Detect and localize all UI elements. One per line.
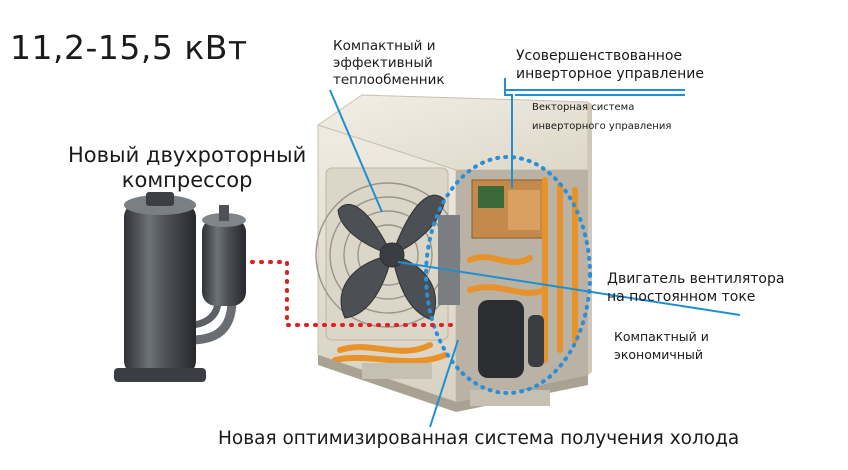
unit-foot-right (470, 390, 550, 406)
compressor-callout-line-1: Новый двухроторный (68, 143, 307, 167)
highlight-ellipse (424, 155, 592, 395)
compact-callout: Компактный и экономичный (614, 328, 709, 363)
heat-exchanger-callout-line-1: Компактный и (333, 38, 436, 54)
compressor-illustration (114, 192, 246, 382)
unit-compressor (478, 300, 524, 378)
page-title: 11,2-15,5 кВт (10, 28, 248, 67)
inverter-callout-line-1: Усовершенствованное (516, 48, 683, 64)
control-board-heatsink (508, 190, 540, 230)
heat-exchanger-callout-line-3: теплообменник (333, 71, 445, 88)
fan-motor-bracket (438, 215, 460, 305)
unit-accumulator (528, 315, 544, 367)
heat-exchanger-callout: Компактный и эффективный теплообменник (333, 38, 445, 89)
fan-blades (337, 194, 446, 321)
heat-exchanger-callout-line-2: эффективный (333, 54, 433, 71)
fan-motor-callout: Двигатель вентилятора на постоянном токе (607, 271, 784, 306)
vector-control-callout: Векторная система инверторного управлени… (532, 98, 671, 136)
inverter-callout: Усовершенствованное инверторное управлен… (516, 48, 704, 83)
compressor-callout: Новый двухроторный компрессор (68, 143, 306, 193)
fan-motor-callout-line-2: на постоянном токе (607, 288, 756, 305)
outdoor-unit (315, 94, 592, 412)
leader-heat-exchanger (329, 89, 383, 213)
control-board-module (478, 186, 504, 208)
unit-right-side (588, 102, 592, 375)
leader-lines (329, 78, 741, 428)
cooling-system-callout: Новая оптимизированная система получения… (218, 428, 740, 449)
compressor-shell (124, 203, 196, 375)
compressor-callout-line-2: компрессор (121, 168, 253, 193)
vector-control-callout-line-2: инверторного управления (532, 121, 672, 132)
compressor-terminal (146, 192, 174, 206)
leader-inverter (504, 78, 513, 188)
compact-callout-line-1: Компактный и (614, 329, 709, 344)
compact-callout-line-2: экономичный (614, 346, 703, 362)
leader-fan-motor (397, 261, 741, 316)
copper-piping (332, 177, 578, 365)
inverter-callout-line-2: инверторное управление (516, 65, 704, 82)
fan-motor-callout-line-1: Двигатель вентилятора (607, 271, 785, 287)
compressor-feet (114, 368, 206, 382)
unit-foot-left (362, 363, 432, 379)
vector-control-callout-line-1: Векторная система (532, 102, 635, 113)
red-dotted-connector (250, 260, 460, 327)
compressor-accumulator (202, 218, 246, 306)
leader-cooling-system (429, 339, 459, 428)
